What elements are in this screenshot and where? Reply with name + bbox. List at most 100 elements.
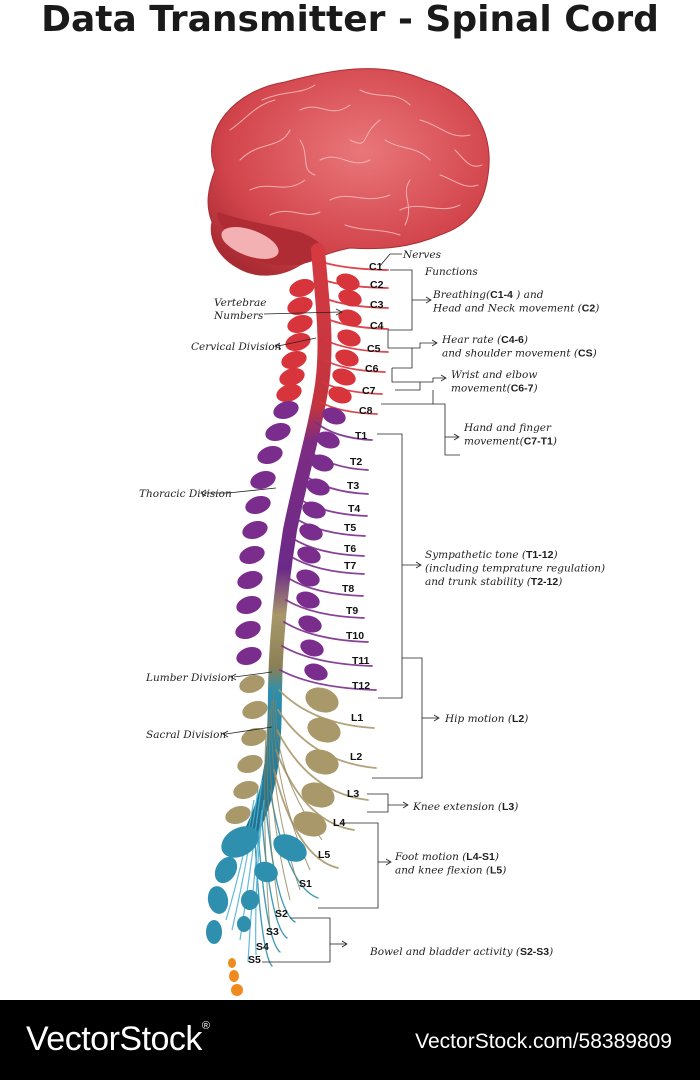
function-breathing-line-2: Head and Neck movement (C2) <box>432 303 599 315</box>
vertebra-process <box>293 811 327 837</box>
vertebra-label-t7: T7 <box>344 560 356 572</box>
vertebra-process <box>299 523 323 541</box>
vertebra-label-c6: C6 <box>365 363 379 375</box>
vertebra-label-t4: T4 <box>348 503 360 515</box>
spinal-nerves <box>225 261 389 967</box>
function-wrist-line-2: movement(C6-7) <box>451 383 538 395</box>
vertebra-process <box>304 663 328 681</box>
nerve-c6 <box>323 359 386 373</box>
vertebra-body <box>237 754 263 774</box>
vertebra-label-t10: T10 <box>346 630 364 642</box>
function-sympathetic-line-1: Sympathetic tone (T1-12) <box>425 549 558 561</box>
nerve-s4 <box>257 829 281 953</box>
nerve-l5 <box>273 769 339 869</box>
cauda-fiber <box>264 729 271 931</box>
spinal-cord <box>245 243 332 837</box>
nerve-t5 <box>294 517 366 537</box>
vertebra-process <box>310 454 334 472</box>
function-hand-line-1: Hand and finger <box>463 422 552 434</box>
vertebral-bodies <box>206 273 362 944</box>
cerebellum-highlight <box>221 227 279 259</box>
function-knee-line-1: Knee extension (L3) <box>412 801 518 813</box>
nerve-c5 <box>324 339 389 353</box>
vertebra-label-s2: S2 <box>275 908 288 920</box>
vertebra-process <box>336 273 360 291</box>
footer-bar: VectorStock® VectorStock.com/58389809 <box>0 1000 700 1080</box>
vertebra-process <box>305 687 339 713</box>
label-vertebrae-numbers-1: Vertebrae <box>214 297 267 309</box>
vertebra-label-c8: C8 <box>359 405 373 417</box>
function-foot-line-2: and knee flexion (L5) <box>395 865 506 877</box>
vertebra-process <box>300 639 324 657</box>
function-brackets <box>262 269 460 963</box>
sacral-fiber <box>225 799 255 921</box>
vertebra-label-s5: S5 <box>248 954 261 966</box>
label-vertebrae-numbers-2: Numbers <box>213 310 264 322</box>
nerve-t6 <box>291 537 365 557</box>
vertebra-body <box>281 350 307 370</box>
vertebra-process <box>297 546 321 564</box>
vertebra-label-l3: L3 <box>347 788 359 800</box>
label-lumbar-division: Lumber Division <box>145 672 234 684</box>
vertebra-process <box>338 289 362 307</box>
cauda-fiber <box>268 709 291 901</box>
vertebra-body <box>276 383 302 403</box>
vertebra-process <box>338 309 362 327</box>
vertebra-process <box>301 782 335 808</box>
vertebra-label-t12: T12 <box>352 680 370 692</box>
cauda-fiber <box>266 719 281 916</box>
nerve-t8 <box>287 577 364 597</box>
nerve-t4 <box>297 497 368 517</box>
label-thoracic-division: Thoracic Division <box>139 488 232 500</box>
vertebra-process <box>316 431 340 449</box>
vertebra-body <box>236 595 262 615</box>
vertebra-body <box>273 400 299 420</box>
nerve-c1 <box>321 261 389 271</box>
vertebra-process <box>307 717 341 743</box>
vertebra-label-l1: L1 <box>351 712 363 724</box>
sacral-fiber <box>247 809 263 963</box>
nerve-t12 <box>279 669 377 691</box>
spinal-cord-diagram: C1C2C3C4C5C6C7C8T1T2T3T4T5T6T7T8T9T10T11… <box>139 68 605 996</box>
vertebra-body <box>242 520 268 540</box>
vertebra-body <box>233 780 259 800</box>
nerve-t11 <box>281 645 373 667</box>
vertebra-process <box>302 501 326 519</box>
vertebra-label-l4: L4 <box>333 817 345 829</box>
vertebra-label-s1: S1 <box>299 878 312 890</box>
function-heart-line-1: Hear rate (C4-6) <box>441 334 528 346</box>
brain <box>207 68 490 276</box>
sacral-bone <box>240 890 260 910</box>
vertebra-label-t6: T6 <box>344 543 356 555</box>
vertebra-body <box>239 545 265 565</box>
sacral-bone <box>207 886 229 914</box>
coccyx <box>228 958 243 996</box>
region-pointers <box>200 308 343 738</box>
coccyx-segment <box>228 958 236 968</box>
vertebra-body <box>241 727 267 747</box>
vertebra-body <box>250 470 276 490</box>
nerve-t3 <box>302 473 369 495</box>
vertebra-label-t8: T8 <box>342 583 354 595</box>
nerve-l1 <box>278 689 375 729</box>
nerve-t9 <box>285 599 365 619</box>
vertebra-body <box>239 674 265 694</box>
vertebra-label-c3: C3 <box>370 299 384 311</box>
vertebra-label-t11: T11 <box>352 655 370 667</box>
vertebra-process <box>332 368 356 386</box>
sacral-bone <box>254 861 278 883</box>
footer-logo-mark: ® <box>201 1020 210 1032</box>
footer-url: VectorStock.com/58389809 <box>415 1030 672 1053</box>
function-hip-line-1: Hip motion (L2) <box>444 713 528 725</box>
function-breathing-line-1: Breathing(C1-4 ) and <box>432 289 544 301</box>
vertebra-body <box>225 805 251 825</box>
function-sympathetic-line-3: and trunk stability (T2-12) <box>425 576 562 588</box>
function-wrist-line-1: Wrist and elbow <box>451 369 537 381</box>
vertebra-label-s3: S3 <box>266 926 279 938</box>
vertebra-process <box>337 329 361 347</box>
vertebra-label-t5: T5 <box>344 522 356 534</box>
vertebra-label-c4: C4 <box>370 320 384 332</box>
label-cervical-division: Cervical Division <box>191 341 282 353</box>
vertebra-body <box>236 646 262 666</box>
